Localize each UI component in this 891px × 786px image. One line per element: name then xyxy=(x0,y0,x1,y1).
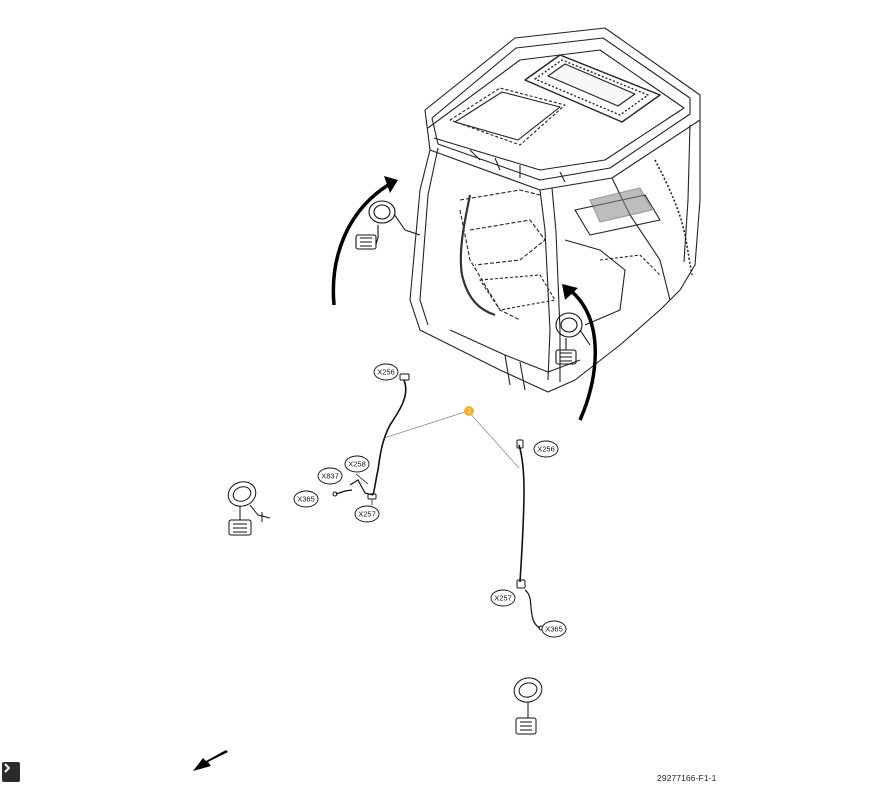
item-leader-lines xyxy=(383,410,520,469)
callout-left-x257[interactable]: X257 xyxy=(354,505,380,523)
assembly-arrow-right xyxy=(562,284,597,421)
callout-left-x258[interactable]: X258 xyxy=(344,455,370,473)
front-arrow-icon xyxy=(193,750,228,771)
svg-text:X837: X837 xyxy=(321,472,339,481)
callout-right-x257[interactable]: X257 xyxy=(490,589,516,607)
svg-text:X365: X365 xyxy=(297,495,315,504)
svg-text:X258: X258 xyxy=(348,460,366,469)
right-wiring-harness xyxy=(516,439,544,631)
callout-left-x365[interactable]: X365 xyxy=(293,490,319,508)
callout-left-x837[interactable]: X837 xyxy=(317,467,343,485)
left-wiring-harness xyxy=(332,373,410,505)
right-work-lamp xyxy=(513,677,543,735)
callout-right-x256[interactable]: X256 xyxy=(533,440,559,458)
expand-panel-button[interactable] xyxy=(2,762,20,782)
tractor-cab xyxy=(355,27,701,393)
svg-text:X257: X257 xyxy=(494,594,512,603)
left-work-lamp xyxy=(227,481,271,536)
callout-left-x256[interactable]: X256 xyxy=(373,363,399,381)
chevron-right-icon xyxy=(4,763,11,773)
figure-id-label: 29277166-F1-1 xyxy=(657,773,717,783)
svg-text:X365: X365 xyxy=(545,625,563,634)
svg-text:X256: X256 xyxy=(377,368,395,377)
assembly-arrow-left xyxy=(331,176,398,306)
svg-text:1: 1 xyxy=(467,409,471,415)
svg-text:X256: X256 xyxy=(537,445,555,454)
svg-text:X257: X257 xyxy=(358,510,376,519)
callout-right-x365[interactable]: X365 xyxy=(541,620,567,638)
item-marker-1[interactable]: 1 xyxy=(464,406,474,416)
